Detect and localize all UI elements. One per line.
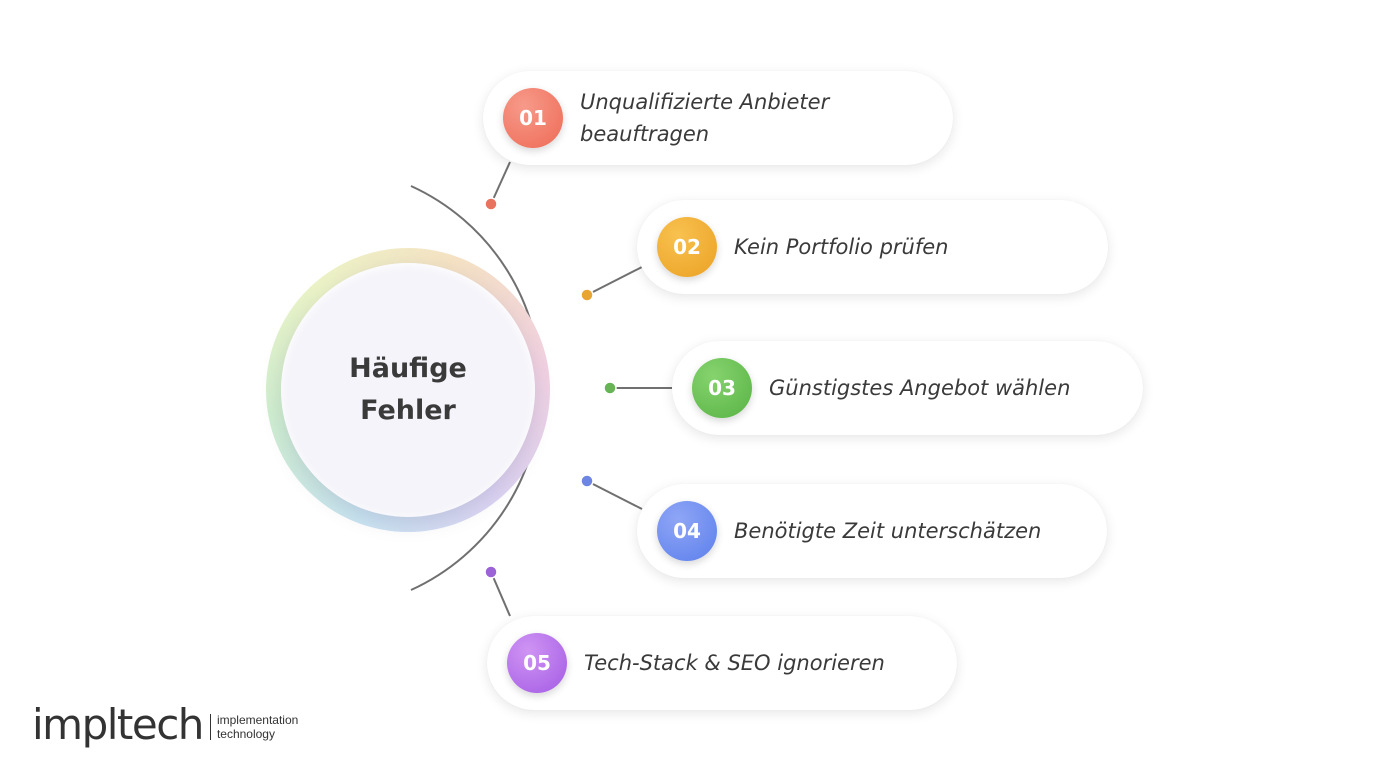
logo-tagline-line-1: implementation xyxy=(216,713,299,727)
connector-line-02 xyxy=(586,266,643,296)
node-dot-05 xyxy=(484,565,498,579)
node-dot-01 xyxy=(484,197,498,211)
mistake-card-02: 02 Kein Portfolio prüfen xyxy=(637,200,1108,294)
mistake-card-05: 05 Tech-Stack & SEO ignorieren xyxy=(487,616,957,710)
connector-line-04 xyxy=(586,480,643,510)
mistake-label-01: Unqualifizierte Anbieter beauftragen xyxy=(580,90,830,146)
mistake-label-03: Günstigstes Angebot wählen xyxy=(769,376,1071,400)
logo-wordmark: impltech xyxy=(32,700,204,749)
connector-line-05 xyxy=(490,571,511,617)
number-badge-05: 05 xyxy=(507,633,567,693)
hub-circle: Häufige Fehler xyxy=(281,263,535,517)
node-dot-03 xyxy=(603,381,617,395)
connector-line-01 xyxy=(490,161,511,205)
number-badge-02: 02 xyxy=(657,217,717,277)
mistake-label-04: Benötigte Zeit unterschätzen xyxy=(734,519,1042,543)
hub-title: Häufige Fehler xyxy=(349,353,467,426)
node-dot-04 xyxy=(580,474,594,488)
mistake-label-02: Kein Portfolio prüfen xyxy=(734,235,949,259)
mistake-card-01: 01 Unqualifizierte Anbieter beauftragen xyxy=(483,71,953,165)
logo-tagline: implementation technology xyxy=(217,713,298,741)
logo-divider xyxy=(209,714,211,740)
mistake-card-04: 04 Benötigte Zeit unterschätzen xyxy=(637,484,1107,578)
mistake-card-03: 03 Günstigstes Angebot wählen xyxy=(672,341,1143,435)
number-badge-01: 01 xyxy=(503,88,563,148)
logo-tagline-line-2: technology xyxy=(216,727,275,741)
impltech-logo: impltech implementation technology xyxy=(32,700,298,750)
node-dot-02 xyxy=(580,288,594,302)
mistake-label-05: Tech-Stack & SEO ignorieren xyxy=(584,651,885,675)
number-badge-03: 03 xyxy=(692,358,752,418)
number-badge-04: 04 xyxy=(657,501,717,561)
